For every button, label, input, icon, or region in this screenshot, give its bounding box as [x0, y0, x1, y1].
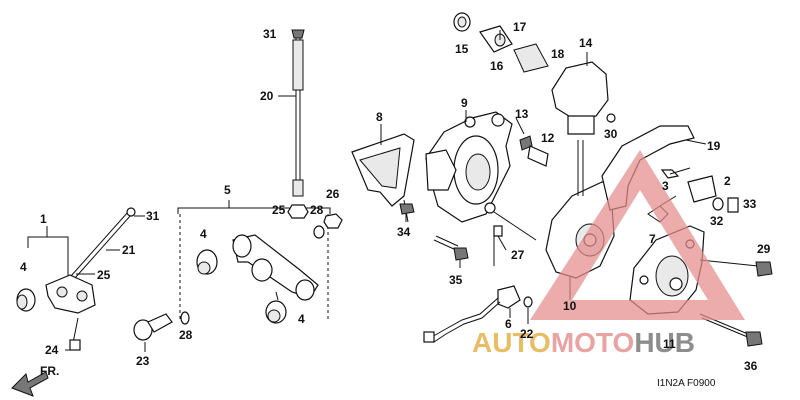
bracket-part-1 [16, 207, 145, 351]
set-part-5 [177, 200, 331, 324]
callout-4-left: 4 [20, 260, 27, 274]
callout-34: 34 [397, 225, 411, 239]
callout-19: 19 [707, 139, 721, 153]
callout-23: 23 [136, 354, 150, 368]
knob-part-23 [133, 311, 190, 352]
front-direction-label: FR. [40, 364, 59, 378]
callout-10: 10 [563, 299, 577, 313]
callout-20: 20 [260, 89, 274, 103]
callout-27: 27 [511, 248, 525, 262]
callout-29: 29 [757, 242, 771, 256]
callout-9: 9 [461, 96, 468, 110]
callout-2: 2 [724, 174, 731, 188]
watermark-triangle [530, 150, 745, 320]
callout-30: 30 [604, 127, 618, 141]
callout-21: 21 [122, 243, 136, 257]
callout-6: 6 [505, 317, 512, 331]
callout-4-lower: 4 [298, 312, 305, 326]
callout-17: 17 [513, 20, 527, 34]
callout-15: 15 [455, 42, 469, 56]
watermark-moto: MOTO [551, 327, 634, 358]
bolts-parts-27-34-35 [405, 214, 507, 268]
pin-part-12 [527, 145, 549, 167]
callout-8: 8 [376, 110, 383, 124]
diagram-code: I1N2A F0900 [657, 378, 716, 389]
watermark: AUTOMOTOHUB [472, 150, 745, 358]
switch-part-6 [423, 285, 533, 343]
callout-5: 5 [224, 183, 231, 197]
callout-24: 24 [45, 343, 59, 357]
callout-26: 26 [326, 187, 340, 201]
plate-part-8 [351, 124, 415, 223]
callout-25-center: 25 [272, 203, 286, 217]
housing-part-9 [425, 110, 537, 266]
front-direction-arrow: FR. [11, 364, 59, 397]
callout-36: 36 [744, 359, 758, 373]
callout-28-center: 28 [310, 203, 324, 217]
nuts-parts-25-26-28 [287, 204, 343, 239]
rod-part-20 [278, 29, 305, 197]
callout-14: 14 [579, 36, 593, 50]
callout-35: 35 [449, 273, 463, 287]
callout-25-left: 25 [97, 268, 111, 282]
callout-31-top: 31 [263, 27, 277, 41]
callout-labels: 1 2 3 4 4 4 5 6 7 8 9 10 11 12 13 14 15 … [20, 20, 771, 373]
callout-33: 33 [743, 197, 757, 211]
small-parts-2-3-7-32-33 [647, 167, 739, 223]
callout-18: 18 [551, 47, 565, 61]
callout-11: 11 [663, 337, 676, 351]
callout-32: 32 [710, 214, 724, 228]
callout-7: 7 [649, 232, 656, 246]
callout-16: 16 [490, 59, 504, 73]
parts-15-16-17-18 [453, 12, 549, 73]
svg-text:AUTOMOTOHUB: AUTOMOTOHUB [472, 327, 695, 358]
callout-1: 1 [40, 212, 47, 226]
callout-12: 12 [541, 131, 555, 145]
callout-31-left: 31 [146, 209, 160, 223]
callout-28-left: 28 [179, 328, 193, 342]
callout-4-upper: 4 [200, 227, 207, 241]
knob-part-14 [551, 52, 616, 135]
watermark-auto: AUTO [472, 327, 551, 358]
watermark-hub: HUB [634, 327, 695, 358]
callout-22: 22 [520, 327, 534, 341]
callout-3: 3 [662, 179, 669, 193]
callout-13: 13 [515, 107, 529, 121]
